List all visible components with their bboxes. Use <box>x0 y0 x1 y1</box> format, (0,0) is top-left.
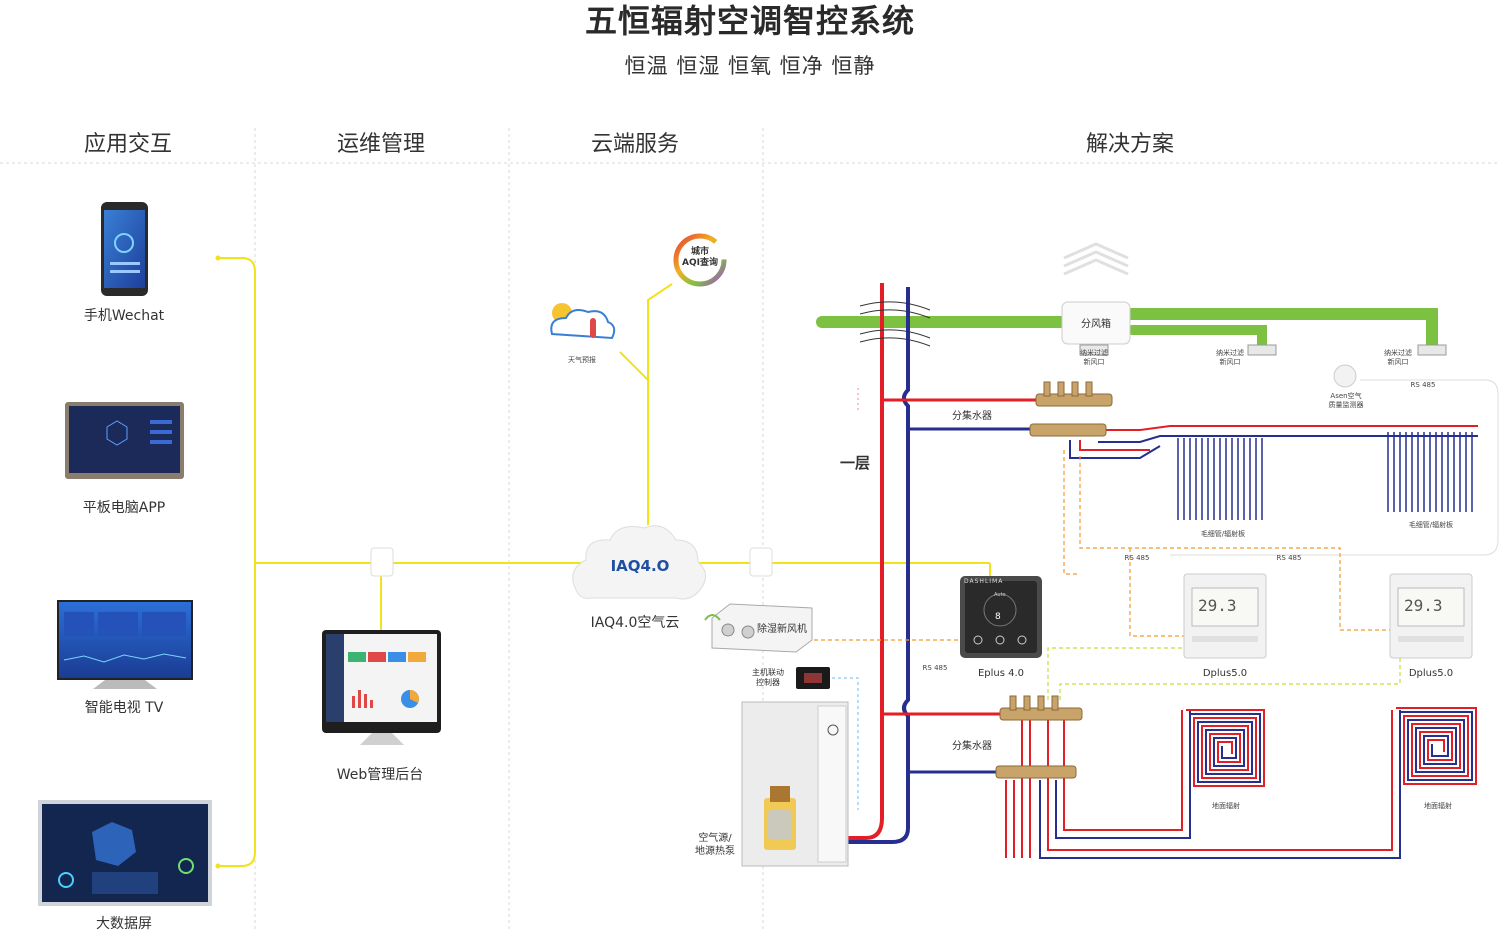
column-header-app: 应用交互 <box>83 132 172 157</box>
air-duct <box>814 267 1438 630</box>
column-header-solution: 解决方案 <box>1085 132 1174 157</box>
aqi-line-2: AQI查询 <box>682 258 718 268</box>
aqi-label: 城市 AQI查询 <box>680 247 720 269</box>
eplus-thermostat <box>960 576 1042 658</box>
rs485-label-3: RS 485 <box>1276 554 1302 562</box>
fresh-air-label: 除湿新风机 <box>757 624 807 635</box>
capillary-2-label: 毛细管/辐射板 <box>1408 521 1454 529</box>
tablet-label: 平板电脑APP <box>82 500 166 516</box>
pipe-break-marks <box>859 301 931 347</box>
bottom-manifold <box>995 695 1083 779</box>
aqi-link <box>647 283 673 525</box>
weather-icon <box>550 303 616 340</box>
signal-lines <box>1047 647 1401 700</box>
app-bus-line <box>218 257 256 867</box>
floor-heat-1-label: 地面辐射 <box>1212 802 1240 810</box>
aqi-badge <box>673 233 727 287</box>
capillary-1-label: 毛细管/辐射板 <box>1200 530 1246 538</box>
bigscreen-device <box>38 800 212 906</box>
bigscreen-label: 大数据屏 <box>96 916 152 932</box>
top-manifold <box>1029 381 1113 437</box>
distributor-label: 分风箱 <box>1081 319 1111 330</box>
floor-label: 一层 <box>840 454 871 472</box>
manifold-top-label: 分集水器 <box>952 411 992 422</box>
control-line <box>832 677 859 810</box>
eplus-temp: 8 <box>995 612 1001 622</box>
host-controller-label: 主机联动 控制器 <box>752 668 784 687</box>
weather-label: 天气预报 <box>568 356 596 364</box>
iaq-cloud <box>572 525 706 600</box>
tablet-device <box>65 402 184 479</box>
router-icon-1 <box>370 547 394 577</box>
rs485-label-2: RS 485 <box>1124 554 1150 562</box>
web-monitor-device <box>322 630 441 745</box>
page-title: 五恒辐射空调智控系统 <box>584 2 915 40</box>
floor-heat-2-label: 地面辐射 <box>1424 802 1452 810</box>
sensor-rs485-line <box>1170 379 1499 556</box>
floor-coil-1 <box>1186 709 1265 787</box>
rs485-label-1: RS 485 <box>1410 381 1436 389</box>
page-subtitle: 恒温 恒湿 恒氧 恒净 恒静 <box>624 54 876 78</box>
dplus-2-temp: 29.3 <box>1404 596 1443 615</box>
iaq-logo: IAQ4.O <box>610 557 670 575</box>
column-header-cloud: 云端服务 <box>590 132 679 157</box>
tv-device <box>57 600 193 689</box>
aqi-line-1: 城市 <box>690 247 709 257</box>
link-dots <box>215 255 221 869</box>
phone-device <box>101 202 148 296</box>
weather-link <box>619 351 649 381</box>
outlet-3-label: 纳米过滤 新风口 <box>1384 349 1412 366</box>
floor-coil-2 <box>1396 707 1477 785</box>
router-icon-2 <box>749 547 773 577</box>
heat-pump-label: 空气源/ 地源热泵 <box>695 833 735 857</box>
fresh-air-unit <box>704 603 813 653</box>
dplus-2-label: Dplus5.0 <box>1408 668 1454 679</box>
dplus-thermostat-2 <box>1389 573 1473 659</box>
air-sensor <box>1333 364 1357 388</box>
dplus-1-label: Dplus5.0 <box>1202 668 1248 679</box>
exhaust-chevrons <box>1063 242 1129 276</box>
bottom-manifold-pipes <box>882 710 1401 859</box>
dplus-1-temp: 29.3 <box>1198 596 1237 615</box>
capillary-mat-1 <box>1177 438 1263 520</box>
rs485-label-4: RS 485 <box>922 664 948 672</box>
dplus-thermostat-1 <box>1183 573 1267 659</box>
web-label: Web管理后台 <box>336 767 424 783</box>
phone-label: 手机Wechat <box>83 308 165 324</box>
tv-label: 智能电视 TV <box>84 700 164 716</box>
sensor-label: Asen空气 质量监测器 <box>1328 392 1364 409</box>
auto-label: Auto <box>994 592 1006 598</box>
water-risers <box>848 283 910 844</box>
top-manifold-pipes <box>882 398 1478 459</box>
outlet-1-label: 纳米过滤 新风口 <box>1080 349 1108 366</box>
fresh-air-outlets <box>1079 344 1447 356</box>
manifold-bottom-label: 分集水器 <box>952 741 992 752</box>
brand-label: DASHLIMA <box>964 578 1004 585</box>
distributor-box <box>1061 301 1131 345</box>
iaq-label: IAQ4.0空气云 <box>590 615 680 631</box>
heat-pump-unit <box>741 701 849 867</box>
column-header-ops: 运维管理 <box>336 132 425 157</box>
capillary-mat-2 <box>1387 432 1473 512</box>
eplus-label: Eplus 4.0 <box>977 668 1025 679</box>
outlet-2-label: 纳米过滤 新风口 <box>1216 349 1244 366</box>
